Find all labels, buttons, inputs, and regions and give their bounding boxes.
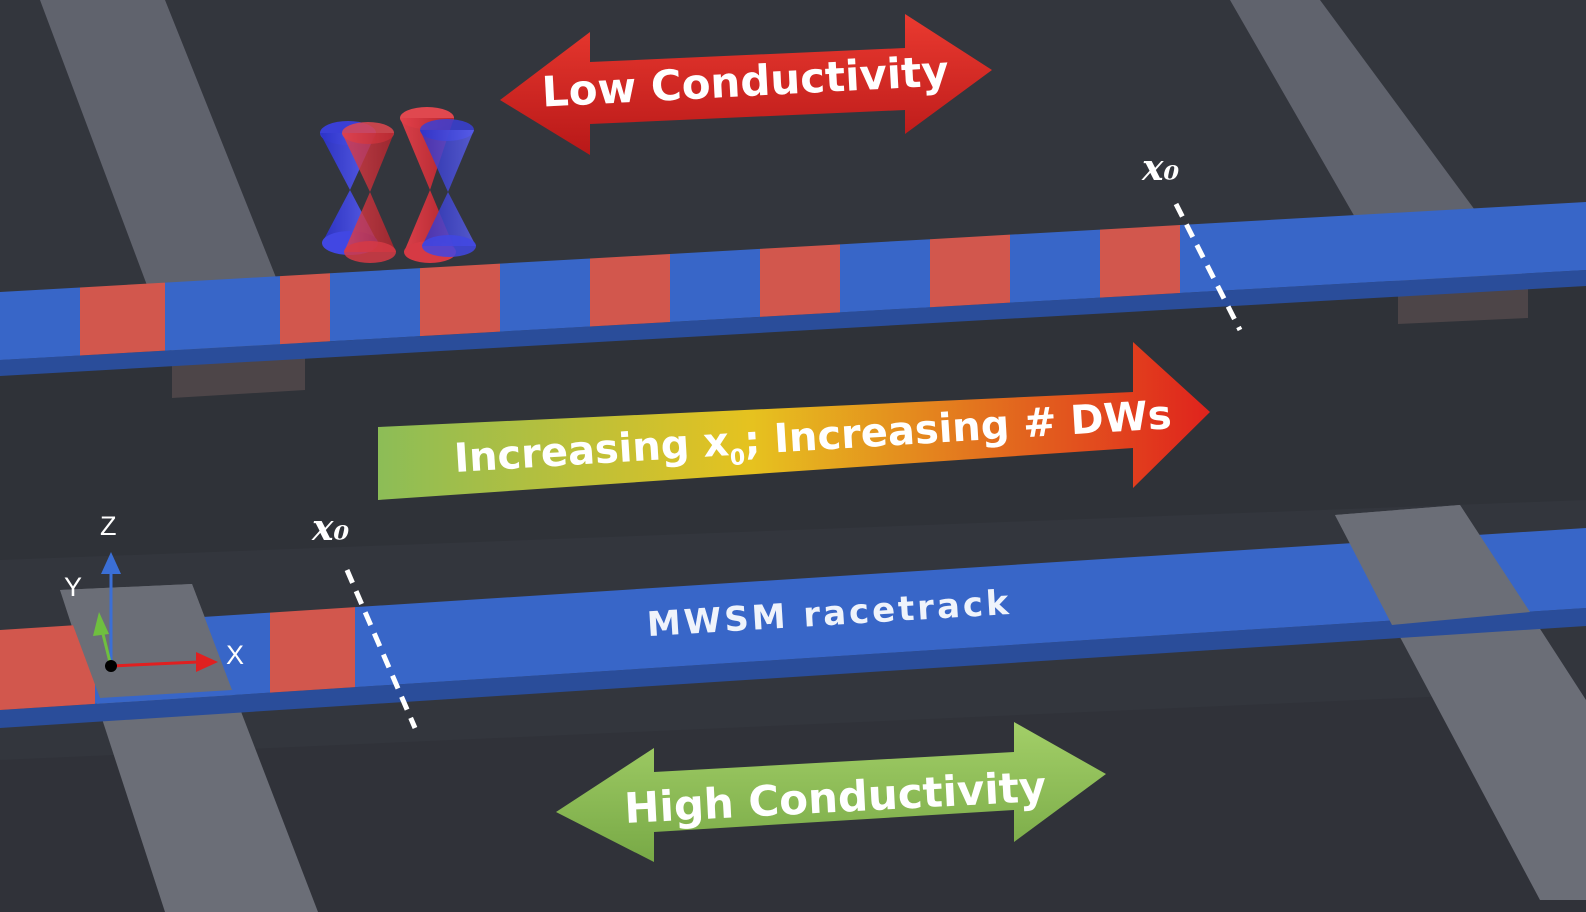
weyl-cones-icon xyxy=(320,107,476,263)
x0-label-top: x₀ xyxy=(1141,147,1179,189)
domain-blue xyxy=(670,248,760,322)
z-axis-arrowhead xyxy=(101,552,121,574)
electrode-top-left xyxy=(40,0,305,352)
x0-marker-bottom: x₀ xyxy=(311,507,418,729)
y-axis-label: Y xyxy=(64,572,82,602)
domain-blue xyxy=(500,258,590,332)
domain-blue xyxy=(330,268,420,342)
domain-red xyxy=(270,607,355,693)
domain-red xyxy=(420,263,500,337)
y-axis xyxy=(100,629,113,667)
domain-blue xyxy=(355,528,1586,688)
domain-red xyxy=(590,253,670,327)
domain-red xyxy=(0,623,95,710)
high-conductivity-arrow: High Conductivity xyxy=(556,722,1106,862)
racetrack-side-face xyxy=(0,608,1586,728)
z-axis-label: Z xyxy=(100,511,117,541)
electrode-bottom-right-overlay xyxy=(1335,505,1530,625)
domain-blue xyxy=(0,287,80,360)
racetrack-side-face xyxy=(0,270,1586,376)
x-axis xyxy=(110,660,199,668)
x-axis-label: X xyxy=(226,640,244,670)
domain-blue xyxy=(165,276,280,351)
bottom-racetrack xyxy=(0,528,1586,728)
domain-red xyxy=(80,282,165,356)
x0-label-bottom: x₀ xyxy=(311,507,349,549)
top-racetrack xyxy=(0,202,1586,376)
x0-marker-top: x₀ xyxy=(1141,147,1243,332)
domain-red xyxy=(930,234,1010,308)
domain-red xyxy=(280,273,330,345)
y-axis-arrowhead xyxy=(93,612,109,636)
domain-blue xyxy=(1010,229,1100,303)
domain-red xyxy=(1100,225,1180,298)
domain-blue xyxy=(1180,202,1586,294)
x-axis-arrowhead xyxy=(196,652,218,672)
domain-blue xyxy=(840,239,930,313)
domain-red xyxy=(760,244,840,317)
electrode-bottom-left-overlay xyxy=(60,584,232,698)
coordinate-axes-icon: Z Y X xyxy=(64,511,244,672)
axes-origin xyxy=(105,660,117,672)
